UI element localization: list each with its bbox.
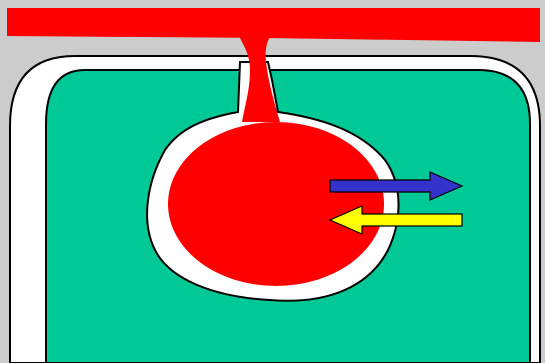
vesicle bbox=[168, 122, 384, 286]
